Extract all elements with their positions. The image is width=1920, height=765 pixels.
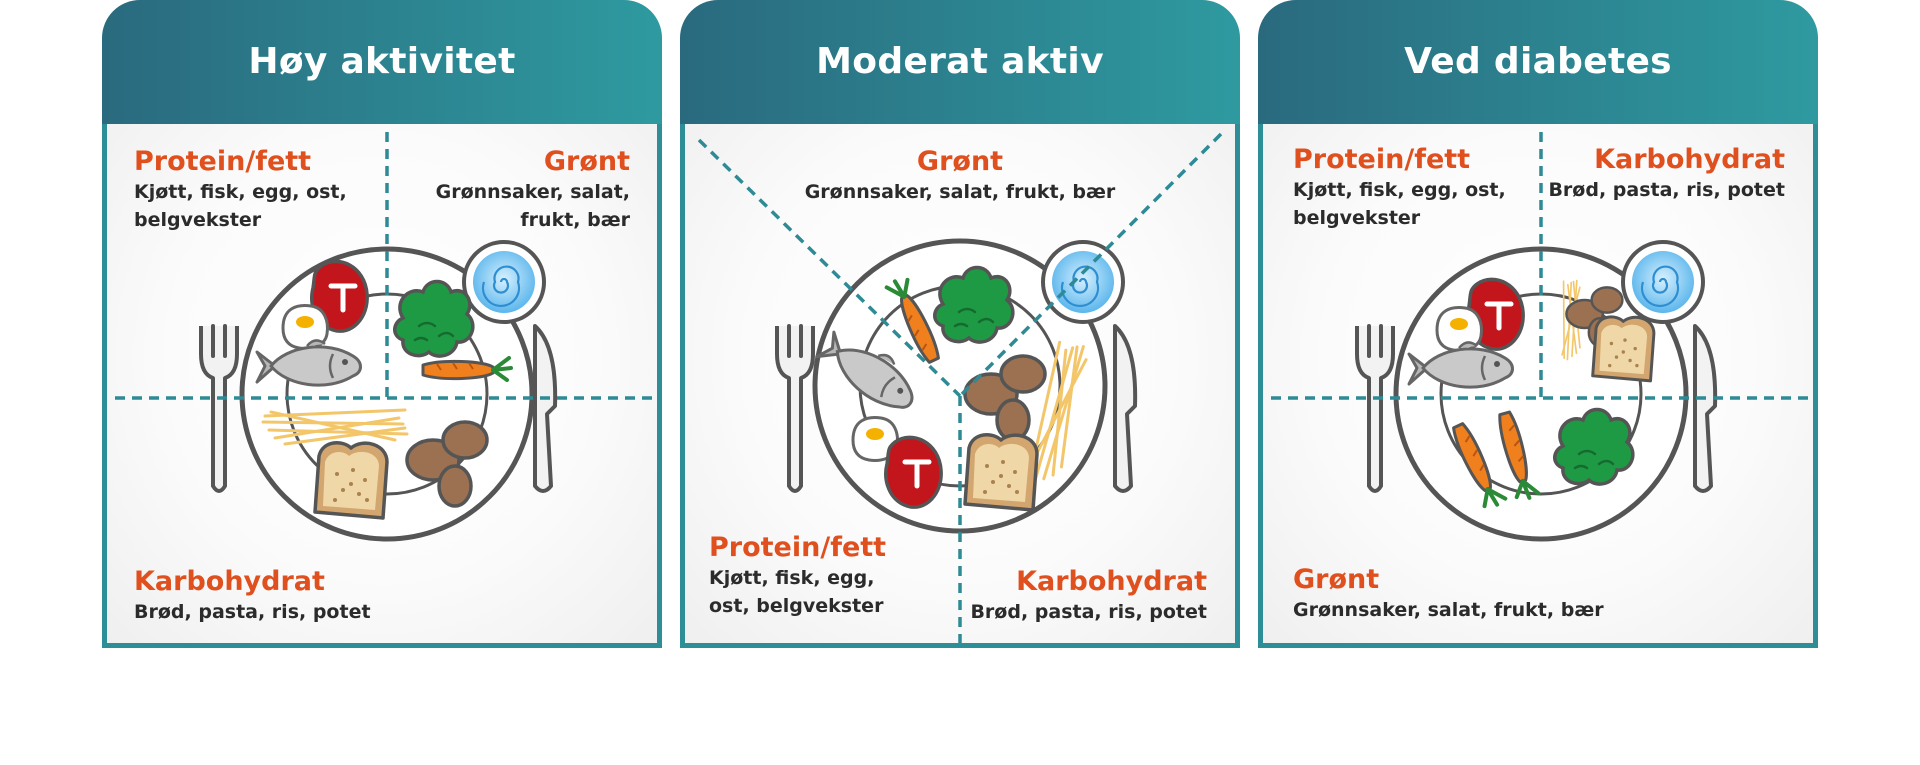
plate-illustration (1271, 132, 1809, 542)
label-protein-desc: ost, belgvekster (709, 595, 884, 617)
panel-hoy-aktivitet: Høy aktivitet Protein/fett Kjøtt, fisk, … (102, 0, 662, 648)
label-protein: Protein/fett Kjøtt, fisk, egg, ost, belg… (1293, 144, 1506, 232)
label-protein-title: Protein/fett (134, 146, 312, 177)
panel-header: Ved diabetes (1258, 0, 1818, 124)
knife-icon (533, 324, 558, 493)
label-gront-title: Grønt (1293, 564, 1380, 595)
water-glass-icon (462, 240, 546, 324)
label-karbo-title: Karbohydrat (134, 566, 325, 597)
panel-header: Moderat aktiv (680, 0, 1240, 124)
label-gront-desc: Grønnsaker, salat, frukt, bær (1293, 599, 1604, 621)
label-karbo-title: Karbohydrat (1016, 566, 1207, 597)
divider-right (958, 132, 1223, 398)
label-karbo-title: Karbohydrat (1594, 144, 1785, 175)
panel-body: Protein/fett Kjøtt, fisk, egg, ost, belg… (1258, 124, 1818, 648)
label-protein-title: Protein/fett (1293, 144, 1471, 175)
steak-icon (886, 437, 941, 507)
divider-left (697, 138, 962, 398)
fork-icon (1355, 324, 1395, 493)
bread-icon (313, 440, 389, 520)
label-protein-desc: Kjøtt, fisk, egg, (709, 567, 875, 589)
bread-icon (963, 432, 1039, 512)
label-protein-desc: Kjøtt, fisk, egg, ost, (1293, 179, 1506, 201)
label-gront-desc: Grønnsaker, salat, (435, 181, 630, 203)
label-karbo-desc: Brød, pasta, ris, potet (970, 601, 1207, 623)
knife-icon (1693, 324, 1718, 493)
label-gront-desc: frukt, bær (520, 209, 630, 231)
label-protein-desc: belgvekster (134, 209, 262, 231)
label-gront: Grønt Grønnsaker, salat, frukt, bær (1293, 564, 1604, 624)
panel-ved-diabetes: Ved diabetes Protein/fett Kjøtt, fisk, e… (1258, 0, 1818, 648)
label-gront-title: Grønt (543, 146, 630, 177)
fork-icon (775, 324, 815, 493)
panel-title: Ved diabetes (1404, 41, 1672, 82)
label-gront-desc: Grønnsaker, salat, frukt, bær (804, 181, 1116, 203)
water-glass-icon (1041, 240, 1125, 324)
knife-icon (1113, 324, 1138, 493)
label-karbo: Karbohydrat Brød, pasta, ris, potet (970, 566, 1207, 626)
label-protein: Protein/fett Kjøtt, fisk, egg, ost, belg… (134, 146, 347, 234)
panel-title: Moderat aktiv (816, 41, 1104, 82)
panel-body: Grønt Grønnsaker, salat, frukt, bær Prot… (680, 124, 1240, 648)
label-gront: Grønt Grønnsaker, salat, frukt, bær (685, 146, 1235, 206)
label-karbo-desc: Brød, pasta, ris, potet (1548, 179, 1785, 201)
panel-body: Protein/fett Kjøtt, fisk, egg, ost, belg… (102, 124, 662, 648)
label-protein-desc: Kjøtt, fisk, egg, ost, (134, 181, 347, 203)
panel-title: Høy aktivitet (248, 41, 516, 82)
plate-illustration (115, 132, 653, 542)
label-gront: Grønt Grønnsaker, salat, frukt, bær (436, 146, 630, 234)
plate-illustration (697, 132, 1223, 643)
water-glass-icon (1621, 240, 1705, 324)
label-gront-title: Grønt (916, 146, 1004, 177)
fork-icon (199, 324, 239, 493)
label-karbo-desc: Brød, pasta, ris, potet (134, 601, 371, 623)
label-karbo: Karbohydrat Brød, pasta, ris, potet (1548, 144, 1785, 204)
label-protein: Protein/fett Kjøtt, fisk, egg, ost, belg… (709, 532, 886, 620)
label-protein-title: Protein/fett (709, 532, 887, 563)
bread-icon (1591, 315, 1656, 383)
label-karbo: Karbohydrat Brød, pasta, ris, potet (134, 566, 371, 626)
label-protein-desc: belgvekster (1293, 207, 1421, 229)
panel-header: Høy aktivitet (102, 0, 662, 124)
panel-moderat-aktiv: Moderat aktiv Grønt Grønnsaker, salat, f… (680, 0, 1240, 648)
